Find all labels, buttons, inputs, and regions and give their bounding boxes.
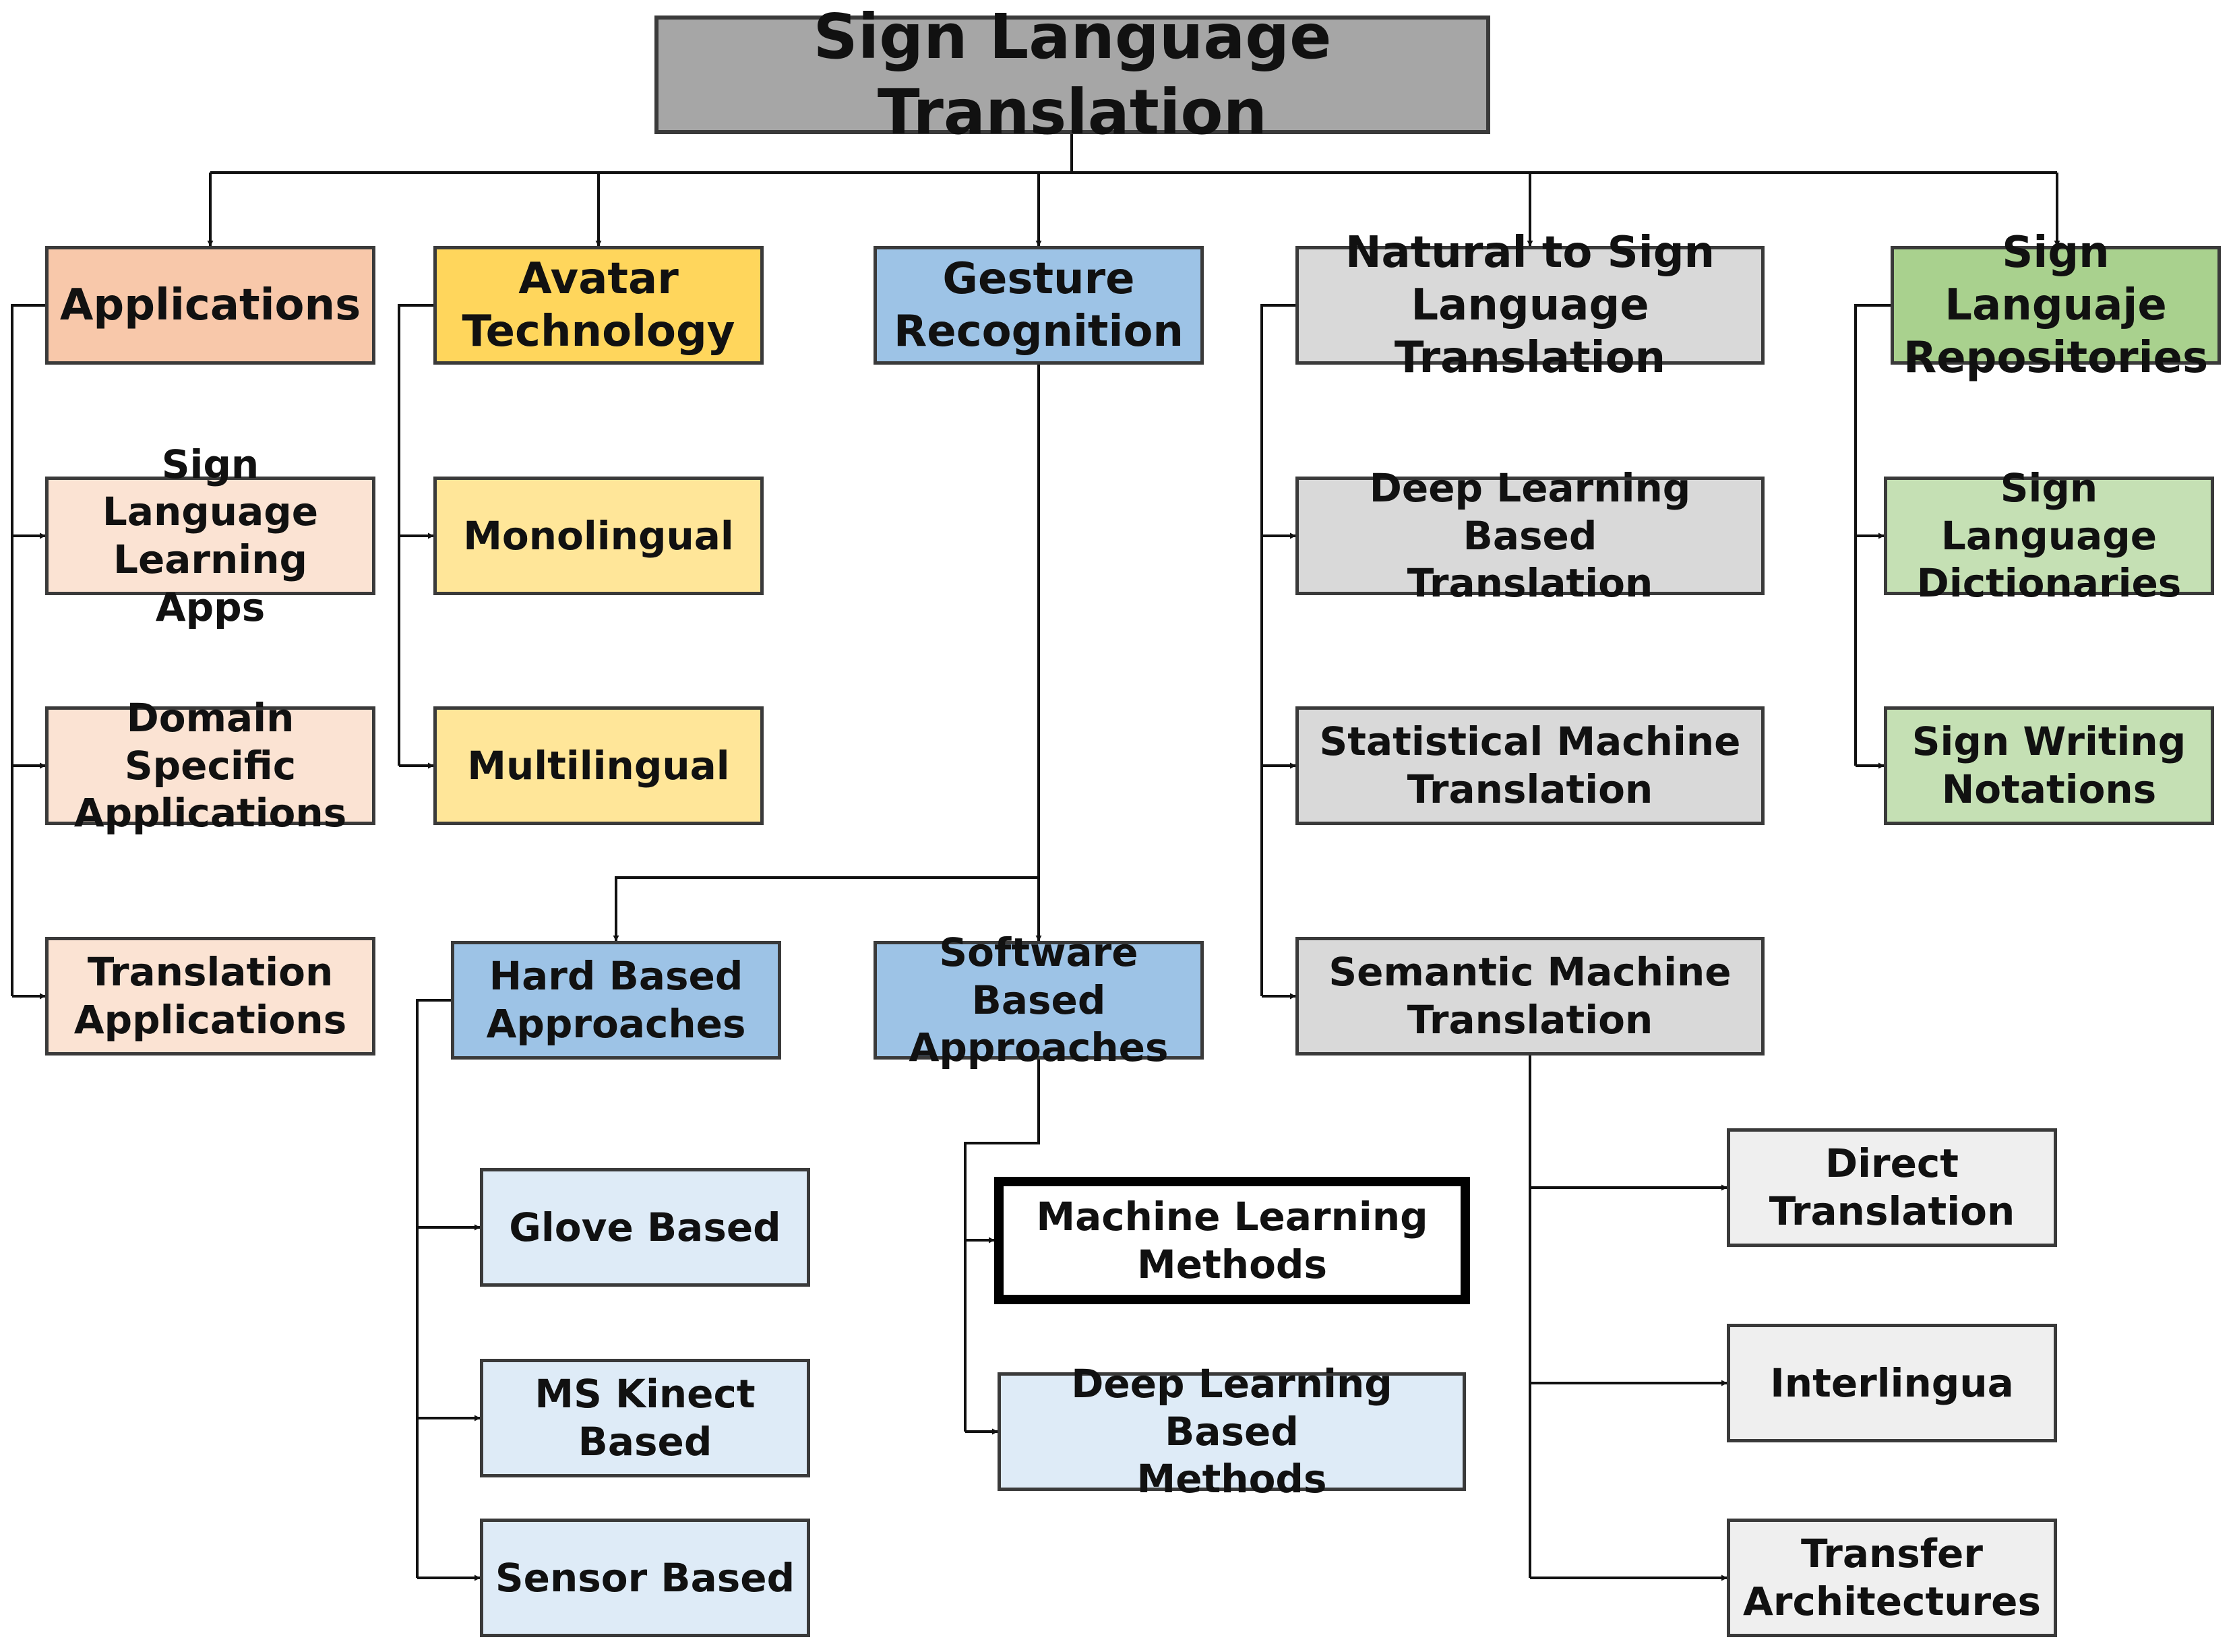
gesture-recognition-node: Gesture Recognition <box>874 246 1204 365</box>
semantic-machine-translation-node: Semantic Machine Translation <box>1295 937 1765 1056</box>
ms-kinect-based-node: MS Kinect Based <box>480 1359 810 1477</box>
translation-applications-node: Translation Applications <box>45 937 375 1056</box>
sign-language-learning-apps-node: Sign Language Learning Apps <box>45 441 375 630</box>
root-node: Sign Language Translation <box>654 1 1490 148</box>
machine-learning-methods-node: Machine Learning Methods <box>994 1177 1470 1304</box>
connector-spine-natural <box>1260 304 1295 996</box>
sensor-based-node: Sensor Based <box>480 1519 810 1637</box>
avatar-technology-node: Avatar Technology <box>433 246 764 365</box>
sign-writing-notations-node: Sign Writing Notations <box>1884 706 2214 825</box>
domain-specific-applications-node: Domain Specific Applications <box>45 695 375 836</box>
multilingual-node: Multilingual <box>433 706 764 825</box>
applications-node: Applications <box>45 246 375 365</box>
connector-gesture-branch <box>613 876 1039 942</box>
natural-to-sign-language-translation-node: Natural to Sign Language Translation <box>1295 228 1765 383</box>
connector-spine-applications <box>11 304 45 996</box>
glove-based-node: Glove Based <box>480 1168 810 1287</box>
statistical-machine-translation-node: Statistical Machine Translation <box>1295 706 1765 825</box>
deep-learning-based-methods-node: Deep Learning Based Methods <box>998 1361 1466 1502</box>
software-based-approaches-node: Software Based Approaches <box>874 929 1204 1070</box>
monolingual-node: Monolingual <box>433 477 764 595</box>
transfer-architectures-node: Transfer Architectures <box>1727 1519 2057 1637</box>
hard-based-approaches-node: Hard Based Approaches <box>451 941 781 1060</box>
sign-language-dictionaries-node: Sign Language Dictionaries <box>1884 465 2214 606</box>
connector-spine-avatar <box>398 304 433 766</box>
interlingua-node: Interlingua <box>1727 1324 2057 1442</box>
connector-spine-software <box>964 1060 1040 1432</box>
deep-learning-based-translation-node: Deep Learning Based Translation <box>1295 465 1765 606</box>
connector-spine-repositories <box>1854 304 1891 766</box>
sign-language-repositories-node: Sign Languaje Repositories <box>1891 228 2221 383</box>
direct-translation-node: Direct Translation <box>1727 1128 2057 1247</box>
connector-spine-hard <box>416 999 451 1578</box>
